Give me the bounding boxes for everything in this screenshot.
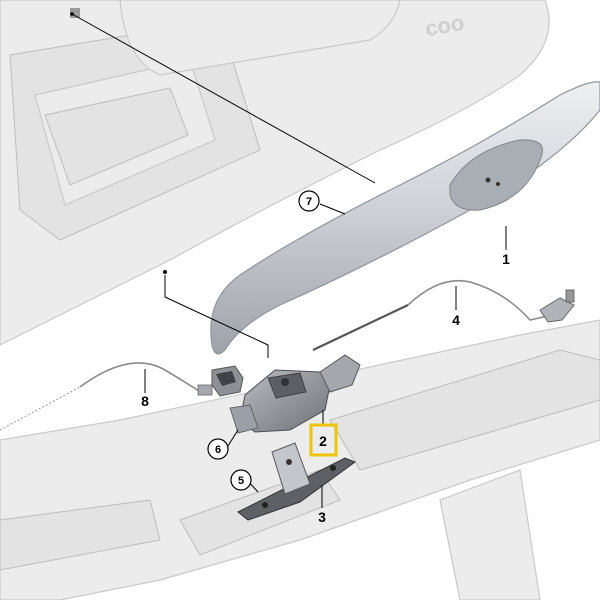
handle-trim-bar [210,81,600,355]
label-7: 7 [306,196,312,208]
label-8[interactable]: 8 [141,393,149,409]
striker-plate [237,442,357,521]
label-2[interactable]: 2 [319,433,327,449]
label-6: 6 [215,444,221,456]
label-4[interactable]: 4 [452,312,460,328]
label-3[interactable]: 3 [318,509,326,525]
label-5: 5 [238,475,244,487]
circled-label-7[interactable]: 7 [298,190,320,212]
clip [211,365,244,397]
highlight-box [309,423,338,457]
lock-actuator [229,354,361,434]
tailgate-ghost: coo [0,0,550,346]
label-1[interactable]: 1 [502,251,510,267]
leader-lines [70,12,507,508]
circled-label-6[interactable]: 6 [207,438,229,460]
cable [0,362,213,431]
release-cable [312,279,575,351]
circled-label-5[interactable]: 5 [230,469,252,491]
